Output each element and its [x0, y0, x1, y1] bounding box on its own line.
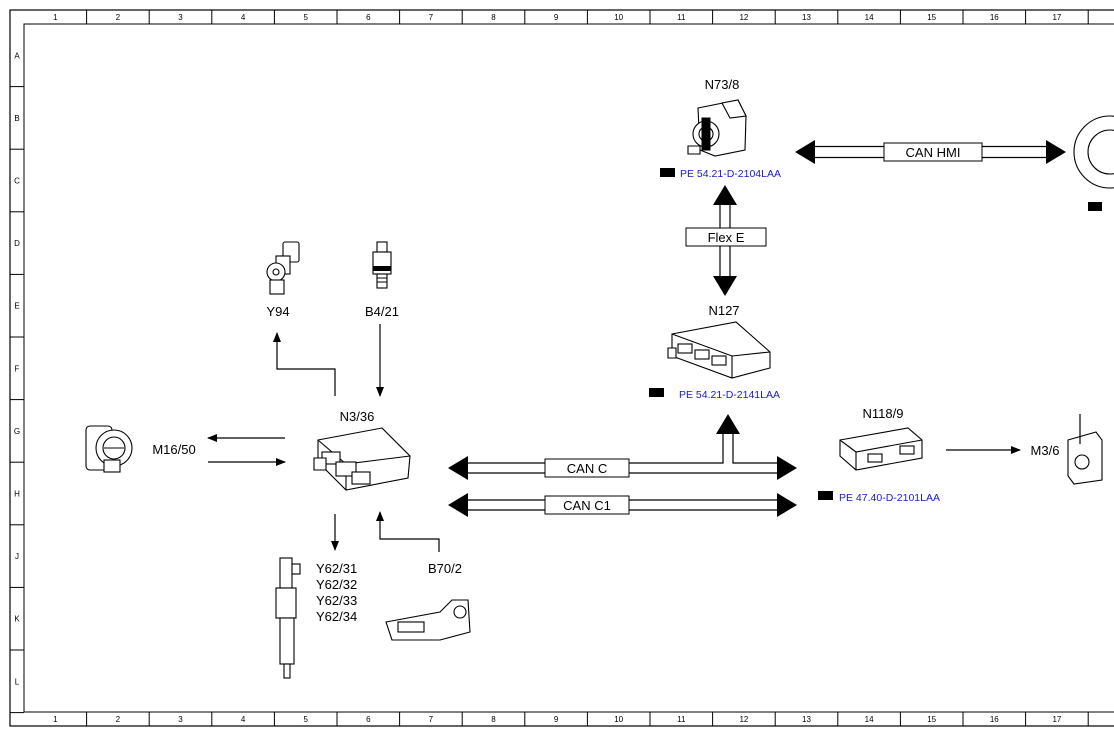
pointing-hand-icon	[649, 388, 664, 397]
m16-50-label: M16/50	[152, 442, 195, 457]
grid-row-K: K	[14, 615, 20, 624]
grid-row-B: B	[14, 114, 19, 123]
grid-column-top-15: 15	[927, 13, 936, 22]
grid-column-bottom-10: 10	[614, 715, 623, 724]
n118-9-label: N118/9	[863, 406, 904, 421]
can-c-label: CAN C	[567, 461, 607, 476]
n73-8-reference-link[interactable]: PE 54.21-D-2104LAA	[660, 168, 781, 180]
grid-column-bottom-17: 17	[1052, 715, 1061, 724]
n3-36-label: N3/36	[340, 409, 375, 424]
grid-column-top-10: 10	[614, 13, 623, 22]
n73-8-label: N73/8	[705, 77, 740, 92]
grid-column-top-4: 4	[241, 13, 246, 22]
crankshaft-position-sensor-icon	[385, 599, 471, 641]
n118-9-reference-text[interactable]: PE 47.40-D-2101LAA	[839, 492, 940, 504]
grid-row-G: G	[14, 427, 20, 436]
grid-column-bottom-1: 1	[53, 715, 58, 724]
n73-8-reference-text[interactable]: PE 54.21-D-2104LAA	[680, 168, 781, 180]
y62-34-label: Y62/34	[316, 609, 357, 624]
grid-column-bottom-2: 2	[116, 715, 121, 724]
grid-row-J: J	[15, 552, 19, 561]
grid-column-top-14: 14	[865, 13, 874, 22]
flex-e-label: Flex E	[708, 230, 745, 245]
grid-column-top-1: 1	[53, 13, 58, 22]
grid-row-H: H	[14, 490, 20, 499]
pressure-sensor-icon	[372, 241, 392, 289]
grid-column-bottom-15: 15	[927, 715, 936, 724]
grid-column-top-9: 9	[554, 13, 559, 22]
flex-e-bus: Flex E	[685, 185, 767, 296]
n127-label: N127	[708, 303, 739, 318]
grid-column-bottom-5: 5	[303, 715, 308, 724]
pointing-hand-icon	[1088, 202, 1102, 211]
grid-row-C: C	[14, 177, 20, 186]
grid-column-bottom-16: 16	[990, 715, 999, 724]
can-c1-label: CAN C1	[563, 498, 611, 513]
y62-32-label: Y62/32	[316, 577, 357, 592]
grid-row-E: E	[14, 302, 19, 311]
can-c1-bus: CAN C1	[448, 493, 797, 517]
b70-2-label: B70/2	[428, 561, 462, 576]
drawing-border	[23, 23, 1114, 713]
pointing-hand-icon	[660, 168, 675, 177]
grid-column-top-12: 12	[739, 13, 748, 22]
grid-column-top-5: 5	[303, 13, 308, 22]
b70-2-to-n3-36-arrow	[376, 511, 440, 552]
can-hmi-label: CAN HMI	[906, 145, 961, 160]
can-c-bus: CAN C	[448, 414, 797, 480]
grid-row-D: D	[14, 239, 20, 248]
grid-column-bottom-11: 11	[677, 715, 686, 724]
grid-column-bottom-3: 3	[178, 715, 183, 724]
grid-column-top-11: 11	[677, 13, 686, 22]
n127-reference-text[interactable]: PE 54.21-D-2141LAA	[679, 389, 780, 401]
grid-column-bottom-7: 7	[429, 715, 434, 724]
grid-column-top-17: 17	[1052, 13, 1061, 22]
grid-column-bottom-9: 9	[554, 715, 559, 724]
can-hmi-bus: CAN HMI	[795, 140, 1066, 164]
drawing-frame	[9, 9, 1114, 727]
grid-column-top-6: 6	[366, 13, 371, 22]
engine-control-module-n127-icon	[667, 321, 771, 379]
pointing-hand-icon	[818, 491, 833, 500]
display-unit-icon	[1073, 115, 1114, 189]
grid-column-top-3: 3	[178, 13, 183, 22]
fuel-injector-icon	[275, 557, 301, 679]
grid-markers: 1122334455667788991010111112121313141415…	[10, 10, 1089, 726]
grid-column-top-13: 13	[802, 13, 811, 22]
fuel-pump-control-unit-icon	[839, 427, 923, 471]
grid-column-bottom-4: 4	[241, 715, 246, 724]
y62-33-label: Y62/33	[316, 593, 357, 608]
n127-reference-link[interactable]: PE 54.21-D-2141LAA	[649, 388, 780, 401]
grid-column-top-2: 2	[116, 13, 121, 22]
y94-label: Y94	[266, 304, 289, 319]
grid-column-bottom-6: 6	[366, 715, 371, 724]
grid-column-bottom-13: 13	[802, 715, 811, 724]
b4-21-label: B4/21	[365, 304, 399, 319]
grid-column-top-7: 7	[429, 13, 434, 22]
m3-6-label: M3/6	[1031, 443, 1060, 458]
grid-column-top-16: 16	[990, 13, 999, 22]
grid-row-F: F	[15, 364, 20, 373]
n3-36-to-y94-arrow	[273, 332, 336, 396]
grid-column-top-8: 8	[491, 13, 496, 22]
grid-column-bottom-14: 14	[865, 715, 874, 724]
grid-row-A: A	[14, 51, 20, 60]
quantity-control-valve-icon	[266, 241, 300, 295]
throttle-valve-actuator-icon	[85, 425, 133, 473]
engine-control-unit-n3-36-icon	[313, 427, 411, 491]
grid-column-bottom-12: 12	[739, 715, 748, 724]
grid-column-bottom-8: 8	[491, 715, 496, 724]
ignition-switch-icon	[687, 99, 747, 157]
n118-9-reference-link[interactable]: PE 47.40-D-2101LAA	[818, 491, 940, 504]
fuel-pump-icon	[1067, 414, 1103, 485]
grid-row-L: L	[15, 677, 20, 686]
y62-31-label: Y62/31	[316, 561, 357, 576]
